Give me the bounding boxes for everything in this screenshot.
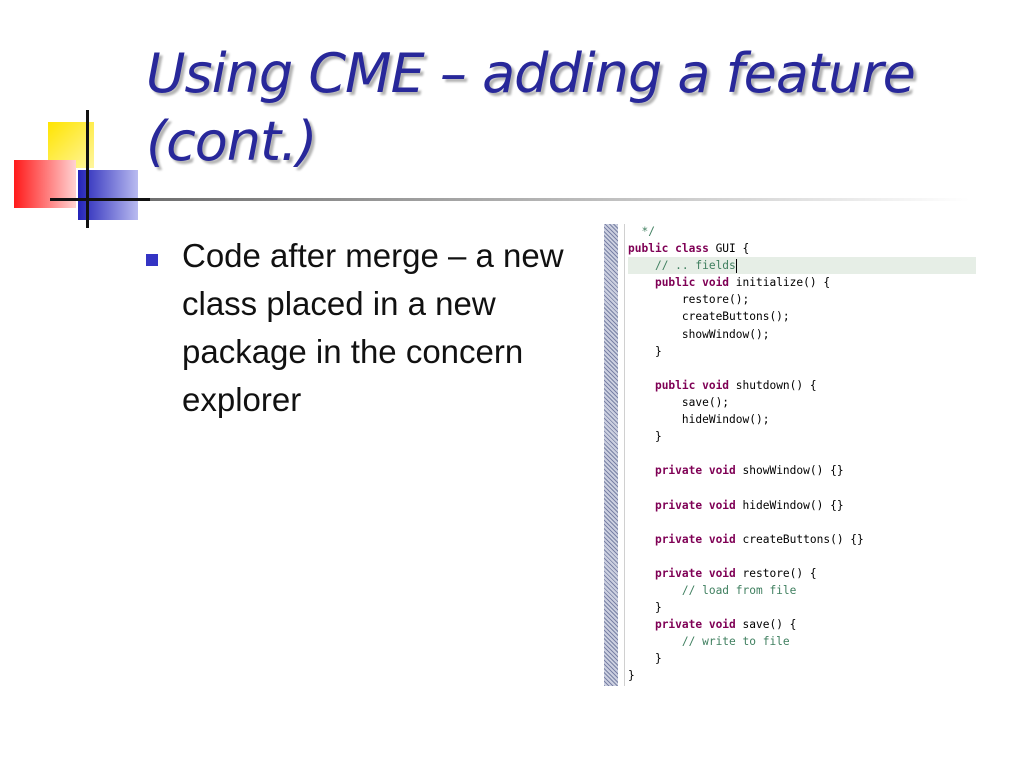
code-keyword: private void	[654, 464, 736, 478]
code-line: restore();	[628, 291, 976, 308]
code-text: initialize() {	[729, 276, 831, 290]
code-keyword: private void	[654, 498, 736, 512]
code-line: public class GUI {	[628, 240, 976, 257]
code-line: public void shutdown() {	[628, 377, 976, 394]
code-text: save();	[681, 395, 730, 409]
code-text: }	[654, 601, 662, 615]
code-text: restore() {	[735, 566, 817, 580]
code-line: hideWindow();	[628, 411, 976, 428]
code-line: // write to file	[628, 633, 976, 650]
code-line	[628, 514, 976, 531]
editor-gutter	[604, 224, 618, 686]
code-text: shutdown() {	[729, 378, 817, 392]
code-text: hideWindow() {}	[735, 498, 844, 512]
code-text: GUI {	[708, 242, 750, 256]
code-text: showWindow() {}	[735, 464, 844, 478]
code-line	[628, 479, 976, 496]
code-screenshot: */ public class GUI { // .. fields public…	[604, 224, 976, 686]
code-text: showWindow();	[681, 327, 770, 341]
code-line: // .. fields	[628, 257, 976, 275]
code-comment: */	[641, 225, 655, 238]
code-line: public void initialize() {	[628, 274, 976, 291]
code-line: createButtons();	[628, 308, 976, 325]
code-text: save() {	[735, 618, 797, 632]
code-keyword: public void	[654, 378, 730, 392]
code-comment: // write to file	[681, 635, 790, 649]
code-line: private void createButtons() {}	[628, 531, 976, 548]
text-caret	[735, 259, 737, 274]
code-line	[628, 360, 976, 377]
code-line: }	[628, 428, 976, 445]
code-text: createButtons();	[681, 310, 790, 324]
bullet-text: Code after merge – a new class placed in…	[182, 237, 564, 418]
code-text: }	[654, 344, 662, 358]
code-text: restore();	[681, 293, 750, 307]
code-line: // load from file	[628, 582, 976, 599]
code-line: private void restore() {	[628, 565, 976, 582]
slide-title-line-2: (cont.)	[146, 110, 317, 173]
code-line: }	[628, 650, 976, 667]
code-comment: // .. fields	[654, 259, 736, 273]
code-line: private void showWindow() {}	[628, 462, 976, 479]
code-line: }	[628, 343, 976, 360]
deco-title-underline	[50, 198, 150, 201]
code-keyword: public class	[628, 242, 709, 256]
code-line	[628, 548, 976, 565]
bullet-square-icon	[146, 254, 158, 266]
title-divider	[150, 198, 970, 201]
bullet-list: Code after merge – a new class placed in…	[146, 232, 586, 424]
code-listing: */ public class GUI { // .. fields public…	[628, 223, 976, 685]
slide-title-line-1: Using CME – adding a feature	[146, 42, 916, 105]
code-line: }	[628, 599, 976, 616]
deco-vertical-line	[86, 110, 89, 228]
code-keyword: public void	[654, 276, 730, 290]
code-text: createButtons() {}	[735, 532, 864, 546]
code-line: private void hideWindow() {}	[628, 497, 976, 514]
code-comment: // load from file	[681, 583, 797, 597]
code-line	[628, 445, 976, 462]
code-text: }	[654, 430, 662, 444]
code-line: save();	[628, 394, 976, 411]
slide-title: Using CME – adding a feature (cont.)	[146, 40, 1006, 176]
code-text: }	[628, 669, 635, 683]
code-text: hideWindow();	[681, 413, 770, 427]
code-line: */	[628, 223, 976, 240]
code-line: }	[628, 667, 976, 684]
editor-gutter-edge	[618, 224, 625, 686]
code-keyword: private void	[654, 618, 736, 632]
code-line: private void save() {	[628, 616, 976, 633]
code-line: showWindow();	[628, 326, 976, 343]
code-text: }	[654, 652, 662, 666]
bullet-item: Code after merge – a new class placed in…	[146, 232, 586, 424]
code-keyword: private void	[654, 566, 736, 580]
code-keyword: private void	[654, 532, 736, 546]
